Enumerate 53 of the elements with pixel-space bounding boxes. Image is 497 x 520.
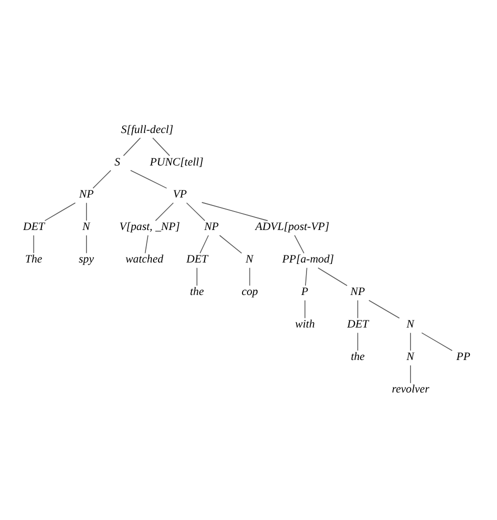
connector bbox=[304, 299, 306, 318]
node-text: NP bbox=[204, 220, 219, 233]
node-text: PP[a-mod] bbox=[282, 253, 334, 266]
connector bbox=[130, 170, 168, 188]
connector bbox=[196, 266, 198, 286]
connector bbox=[318, 266, 348, 286]
node-text: S bbox=[114, 156, 120, 168]
node-text: N bbox=[82, 220, 90, 233]
node-text: The bbox=[25, 253, 42, 266]
connector bbox=[186, 202, 206, 221]
connector bbox=[152, 137, 170, 156]
node-text: V[past, _NP] bbox=[119, 220, 180, 233]
connector bbox=[410, 332, 411, 350]
node-text: revolver bbox=[392, 383, 430, 396]
node-text: N bbox=[246, 253, 254, 266]
connector bbox=[155, 202, 174, 221]
connector bbox=[410, 364, 411, 383]
connector bbox=[86, 202, 87, 221]
node-text: PUNC[tell] bbox=[150, 156, 204, 168]
node-text: the bbox=[350, 350, 365, 363]
connector bbox=[249, 266, 250, 286]
connector bbox=[33, 234, 34, 254]
node-text: VP bbox=[172, 188, 187, 200]
connector bbox=[201, 202, 268, 221]
node-text: NP bbox=[350, 286, 365, 298]
connector bbox=[368, 299, 400, 318]
connector bbox=[357, 299, 358, 318]
connector bbox=[305, 266, 308, 286]
connector bbox=[200, 234, 209, 254]
node-text: cop bbox=[242, 286, 258, 298]
node-text: DET bbox=[347, 318, 369, 330]
connector bbox=[294, 234, 304, 254]
connector bbox=[92, 170, 112, 188]
connector bbox=[123, 137, 141, 156]
node-text: ADVL[post-VP] bbox=[255, 220, 330, 233]
connector bbox=[144, 234, 148, 254]
node-text: NP bbox=[79, 188, 94, 200]
node-text: with bbox=[295, 318, 315, 330]
connector bbox=[219, 234, 242, 254]
connector bbox=[44, 202, 76, 221]
node-text: DET bbox=[23, 220, 45, 233]
connector bbox=[421, 332, 453, 350]
node-text: DET bbox=[186, 253, 208, 266]
node-text: the bbox=[190, 286, 204, 298]
node-text: spy bbox=[78, 253, 94, 266]
node-text: N bbox=[406, 318, 414, 330]
node-text: P bbox=[301, 286, 308, 298]
node-text: N bbox=[406, 350, 414, 363]
node-text: PP bbox=[456, 350, 470, 363]
node-text: watched bbox=[125, 253, 164, 266]
connector bbox=[357, 332, 358, 350]
node-text: S[full-decl] bbox=[120, 123, 174, 136]
connector bbox=[86, 234, 87, 254]
